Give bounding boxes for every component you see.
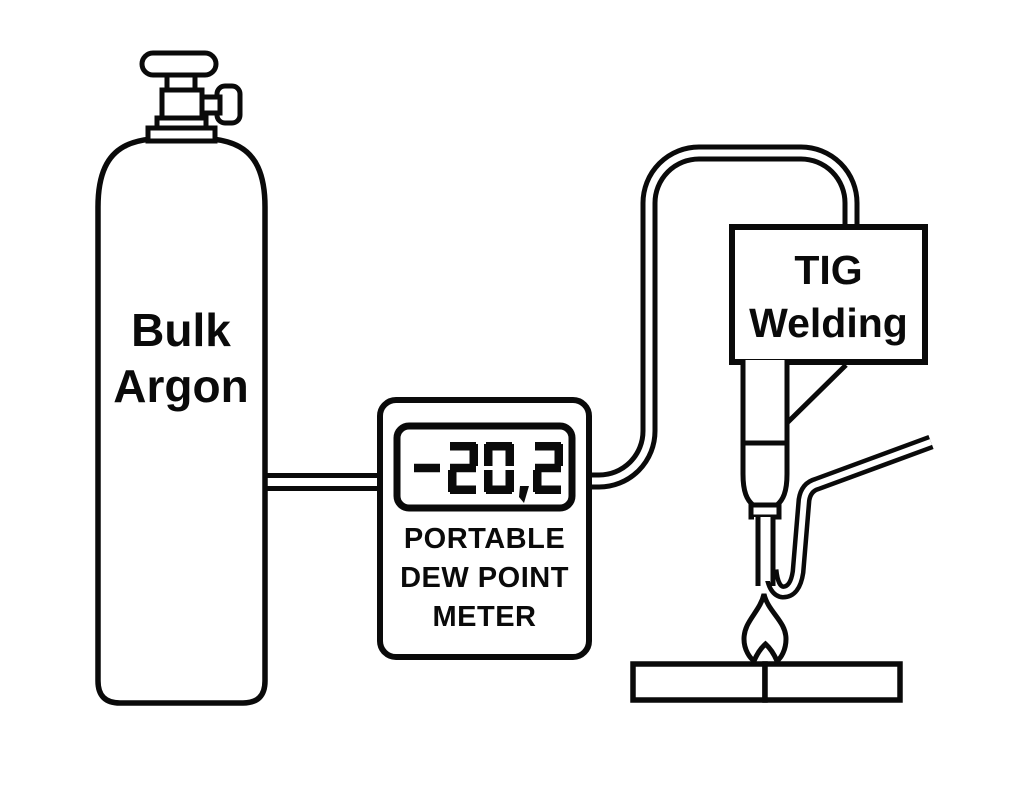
torch-collar — [748, 502, 782, 520]
cylinder-label-line2: Argon — [113, 360, 249, 412]
welding-flame — [741, 593, 789, 665]
dew-point-meter — [377, 397, 592, 660]
bulk-argon-label: Bulk Argon — [96, 302, 266, 414]
gas-hose — [588, 144, 860, 490]
welder-label-line2: Welding — [749, 300, 908, 346]
meter-label-line2: DEW POINT — [400, 562, 569, 594]
gas-cylinder — [95, 135, 268, 706]
cylinder-label-line1: Bulk — [131, 304, 231, 356]
cylinder-valve — [139, 50, 243, 144]
welding-torch — [740, 360, 790, 586]
valve-flange — [145, 125, 218, 144]
torch-body — [740, 360, 790, 508]
welder-label-line1: TIG — [794, 247, 863, 293]
meter-label-line3: METER — [432, 601, 537, 633]
workpiece-right-plate — [762, 661, 903, 703]
meter-reading-digits — [414, 442, 563, 503]
meter-label-line1: PORTABLE — [403, 523, 566, 555]
workpiece-left-plate — [630, 661, 768, 703]
torch-strut — [785, 363, 848, 425]
torch-cable — [763, 434, 934, 600]
tig-welding-label: TIG Welding — [732, 244, 925, 350]
supply-pipe — [259, 473, 387, 491]
workpiece — [630, 661, 903, 703]
dew-point-meter-label: PORTABLE DEW POINT METER — [380, 520, 589, 637]
tig-welding-box — [729, 224, 928, 365]
valve-handle — [139, 50, 219, 78]
